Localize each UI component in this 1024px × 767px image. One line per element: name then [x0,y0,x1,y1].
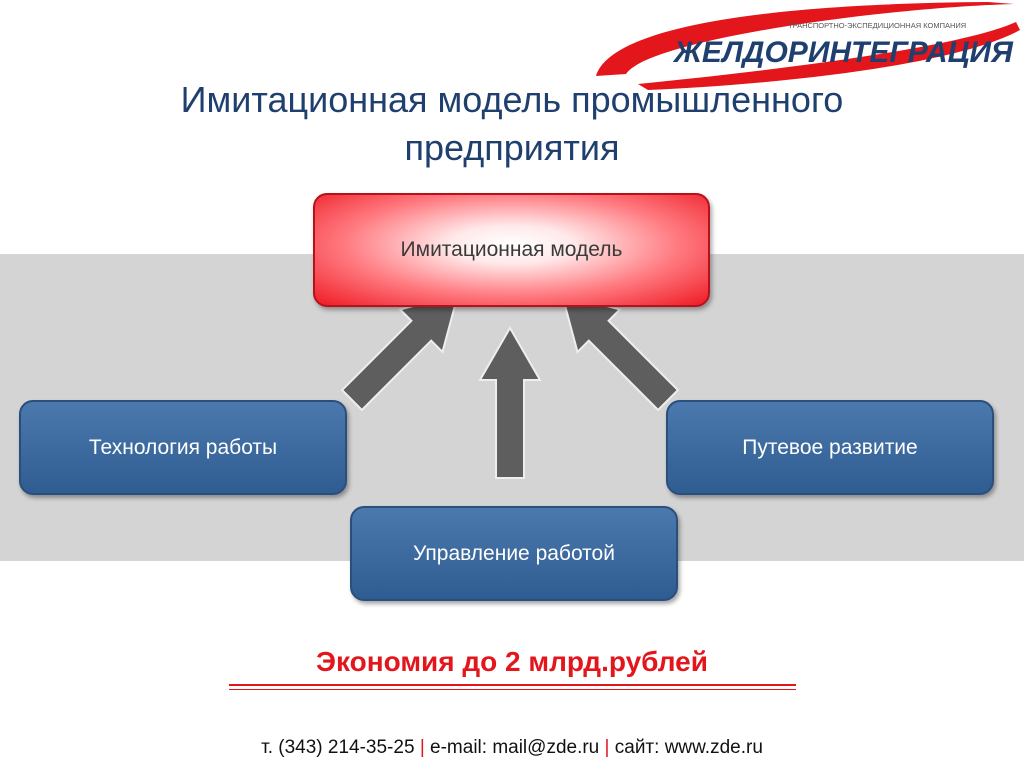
work-technology-box: Технология работы [19,400,347,495]
work-management-label: Управление работой [413,541,615,565]
logo-tagline: ТРАНСПОРТНО-ЭКСПЕДИЦИОННАЯ КОМПАНИЯ [788,21,966,30]
savings-headline: Экономия до 2 млрд.рублей [316,646,708,677]
page-title-line2: предприятия [404,127,620,168]
page-title-line1: Имитационная модель промышленного [180,79,844,120]
track-development-box: Путевое развитие [666,400,994,495]
logo-swoosh: ТРАНСПОРТНО-ЭКСПЕДИЦИОННАЯ КОМПАНИЯ ЖЕЛД… [596,2,1020,90]
contact-email: e-mail: mail@zde.ru [430,737,600,758]
savings-underline-thin [229,689,796,690]
work-technology-label: Технология работы [88,435,278,459]
work-management-box: Управление работой [350,506,678,601]
contact-website: сайт: www.zde.ru [614,737,763,758]
contact-phone: т. (343) 214-35-25 [261,737,415,758]
page-title: Имитационная модель промышленного предпр… [40,76,984,172]
contact-separator: | [419,737,425,758]
contact-line: т. (343) 214-35-25 | e-mail: mail@zde.ru… [0,736,1024,760]
simulation-model-box: Имитационная модель [313,193,710,307]
simulation-model-label: Имитационная модель [400,238,623,261]
contact-separator: | [604,737,610,758]
savings-underline [229,684,796,686]
logo-name: ЖЕЛДОРИНТЕГРАЦИЯ [672,36,1014,69]
company-logo: ТРАНСПОРТНО-ЭКСПЕДИЦИОННАЯ КОМПАНИЯ ЖЕЛД… [578,0,1024,92]
track-development-label: Путевое развитие [742,435,918,459]
